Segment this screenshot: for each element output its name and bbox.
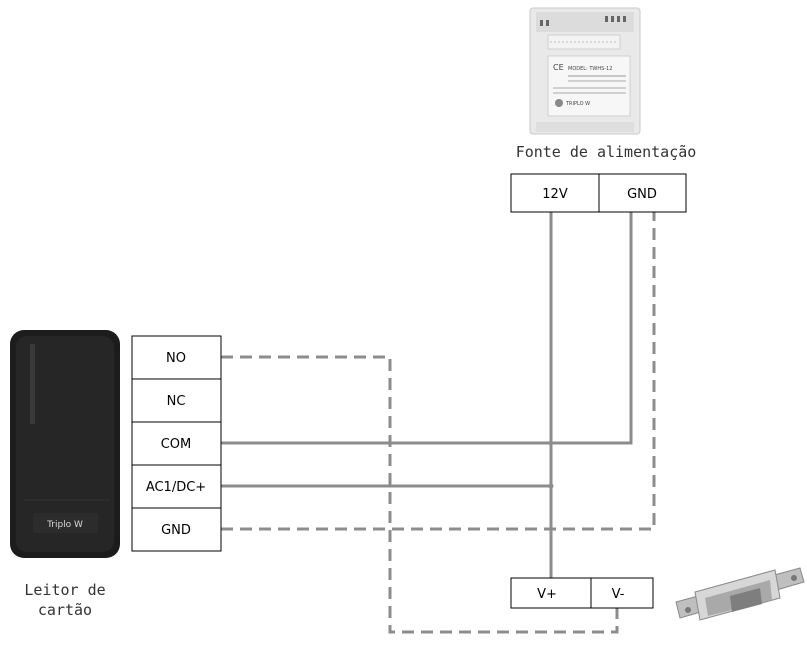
power-supply-brand-text: TRIPLO W <box>565 101 590 107</box>
svg-text:CE: CE <box>553 63 564 72</box>
power-supply-caption: Fonte de alimentação <box>515 143 697 161</box>
terminal-nc: NC <box>167 394 186 409</box>
reader-terminal-block: NO NC COM AC1/DC+ GND <box>131 335 222 552</box>
terminal-vminus: V- <box>612 587 625 602</box>
reader-caption-line2: cartão <box>37 601 93 619</box>
power-supply-image: CE MODEL: TWHS-12 TRIPLO W <box>529 7 641 135</box>
terminal-12v: 12V <box>542 187 568 202</box>
wire-junction-dot <box>548 483 554 489</box>
wire-com-to-supply-gnd <box>221 212 633 445</box>
power-supply-terminal-block: 12V GND <box>510 173 687 213</box>
terminal-vplus: V+ <box>537 587 557 602</box>
terminal-ac1-dc: AC1/DC+ <box>146 480 206 495</box>
power-supply-model-text: MODEL: TWHS-12 <box>568 66 612 72</box>
terminal-supply-gnd: GND <box>627 187 657 202</box>
reader-caption-line1: Leitor de <box>24 581 106 599</box>
terminal-com: COM <box>161 437 192 452</box>
reader-brand-logo: Triplo W <box>46 520 83 530</box>
card-reader-image: Triplo W <box>10 330 120 558</box>
lock-terminal-block: V+ V- <box>510 577 654 609</box>
terminal-no: NO <box>166 351 186 366</box>
terminal-reader-gnd: GND <box>161 523 191 538</box>
electric-strike-lock-image <box>675 567 805 621</box>
wire-reader-gnd-to-supply-gnd <box>221 212 656 531</box>
wire-no-to-lock-vminus <box>221 355 619 634</box>
